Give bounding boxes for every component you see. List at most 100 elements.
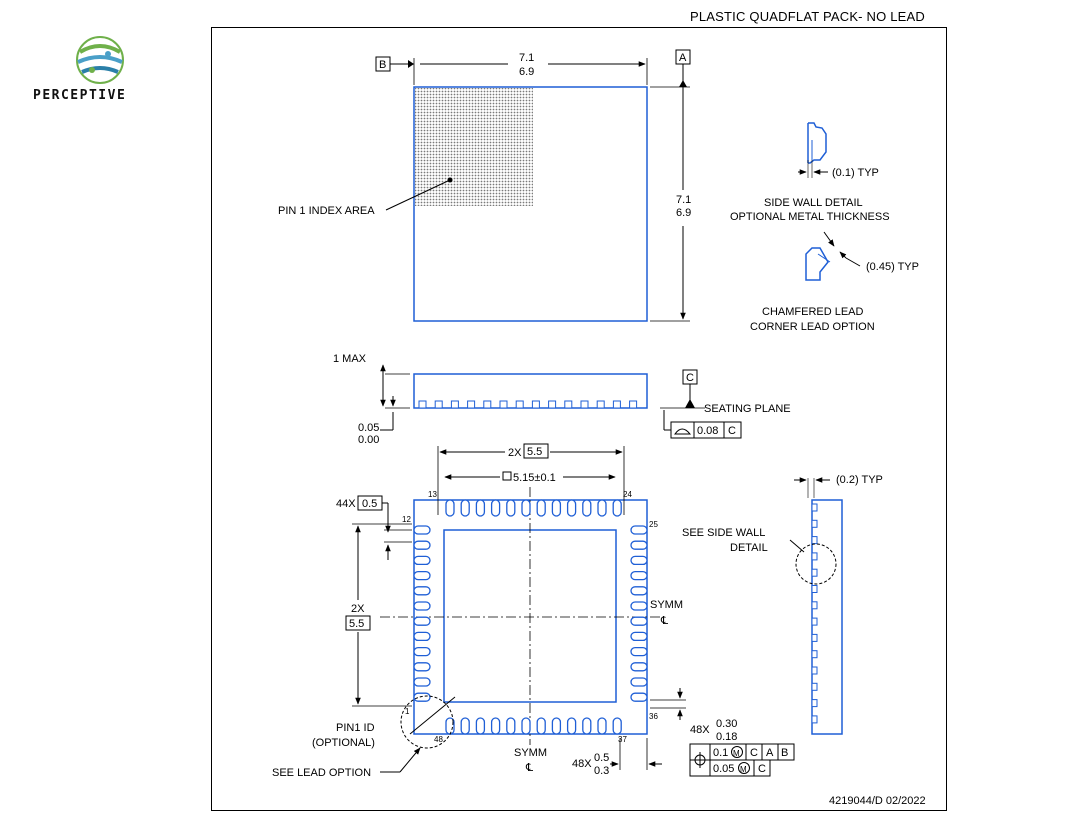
svg-text:48X: 48X <box>690 724 710 736</box>
svg-text:C: C <box>758 763 766 775</box>
svg-text:SIDE WALL DETAIL: SIDE WALL DETAIL <box>764 197 863 209</box>
drawing-frame <box>211 27 947 811</box>
svg-text:A: A <box>679 52 687 64</box>
lead-right <box>630 525 648 535</box>
svg-text:M: M <box>740 765 747 774</box>
lead-right <box>630 570 648 581</box>
side-lead <box>515 400 524 409</box>
svg-text:0.1: 0.1 <box>713 747 728 759</box>
edge-lead <box>811 601 818 610</box>
svg-text:(0.2) TYP: (0.2) TYP <box>836 474 883 486</box>
side-lead <box>434 400 443 409</box>
side-lead <box>596 400 605 409</box>
svg-text:0.5: 0.5 <box>594 752 609 764</box>
lead-left <box>413 525 431 535</box>
svg-text:A: A <box>766 747 774 759</box>
lead-bottom <box>490 717 501 735</box>
svg-text:℄: ℄ <box>660 615 668 627</box>
lead-right <box>630 601 648 611</box>
lead-top <box>551 499 562 517</box>
lead-right <box>630 631 648 642</box>
side-lead <box>467 400 476 409</box>
svg-text:(0.1) TYP: (0.1) TYP <box>832 167 879 179</box>
edge-lead <box>811 650 818 659</box>
flatness-frame <box>670 421 742 439</box>
symm-bottom: SYMM <box>514 747 547 759</box>
edge-lead <box>811 715 818 724</box>
svg-text:44X: 44X <box>336 498 356 510</box>
package-outline-top <box>413 86 648 322</box>
svg-text:OPTIONAL METAL THICKNESS: OPTIONAL METAL THICKNESS <box>730 211 890 223</box>
svg-text:48X: 48X <box>572 758 592 770</box>
seating-plane-label: SEATING PLANE <box>704 403 791 415</box>
lead-bottom <box>460 717 470 735</box>
drawing-title: PLASTIC QUADFLAT PACK- NO LEAD <box>690 9 925 24</box>
lead-right <box>630 555 648 566</box>
lead-left <box>413 540 431 550</box>
standoff-max: 0.05 <box>358 422 379 434</box>
edge-lead <box>811 633 818 642</box>
lead-top <box>490 499 501 517</box>
lead-left <box>413 570 431 581</box>
lead-bottom <box>521 717 531 735</box>
lead-right <box>630 677 648 687</box>
side-lead <box>548 400 557 409</box>
lead-top <box>566 499 577 517</box>
lead-bottom <box>612 717 622 735</box>
lead-left <box>413 631 431 642</box>
svg-text:(0.45) TYP: (0.45) TYP <box>866 261 919 273</box>
lead-left <box>413 586 431 596</box>
side-lead <box>531 400 540 409</box>
edge-lead <box>811 682 818 691</box>
svg-text:(OPTIONAL): (OPTIONAL) <box>312 737 375 749</box>
lead-top <box>521 499 531 517</box>
document-number: 4219044/D 02/2022 <box>829 795 926 807</box>
lead-left <box>413 601 431 611</box>
svg-text:12: 12 <box>402 515 411 524</box>
svg-text:DETAIL: DETAIL <box>730 542 768 554</box>
svg-text:2X: 2X <box>508 447 522 459</box>
edge-lead <box>811 699 818 708</box>
edge-lead <box>811 666 818 675</box>
lead-left <box>413 662 431 672</box>
svg-text:5.5: 5.5 <box>349 618 364 630</box>
chamfer-detail: (0.45) TYP CHAMFERED LEAD CORNER LEAD OP… <box>750 231 919 333</box>
height-max: 7.1 <box>676 194 691 206</box>
lead-left <box>413 555 431 566</box>
lead-bottom <box>536 717 546 735</box>
see-lead-option: SEE LEAD OPTION <box>272 767 371 779</box>
edge-lead <box>811 519 818 528</box>
lead-top <box>506 499 516 517</box>
position-icon <box>692 752 708 768</box>
symm-right: SYMM <box>650 599 683 611</box>
lead-top <box>612 499 622 517</box>
side-lead <box>580 400 589 409</box>
svg-text:24: 24 <box>623 490 632 499</box>
side-wall-detail: (0.1) TYP SIDE WALL DETAIL OPTIONAL META… <box>730 122 890 223</box>
height-min: 6.9 <box>676 207 691 219</box>
lead-right <box>630 586 648 596</box>
bottom-view: 13 24 12 25 1 36 48 37 2X 5.5 5.15±0.1 4… <box>272 443 795 779</box>
svg-text:C: C <box>686 372 694 384</box>
side-view: 1 MAX 0.05 0.00 C SEATING PLANE 0.08 C <box>333 353 791 446</box>
lead-right <box>630 692 648 702</box>
side-lead <box>499 400 508 409</box>
svg-text:36: 36 <box>649 712 658 721</box>
edge-lead <box>811 536 818 545</box>
svg-text:B: B <box>781 747 788 759</box>
lead-right <box>630 646 648 657</box>
edge-lead <box>811 617 818 626</box>
svg-text:℄: ℄ <box>525 762 533 774</box>
lead-top <box>536 499 546 517</box>
height-1max: 1 MAX <box>333 353 367 365</box>
globe-icon <box>76 36 124 84</box>
lead-bottom <box>566 717 577 735</box>
lead-bottom <box>475 717 486 735</box>
lead-right <box>630 616 648 626</box>
side-lead <box>564 400 573 409</box>
lead-bottom <box>582 717 592 735</box>
lead-top <box>460 499 470 517</box>
lead-bottom <box>506 717 516 735</box>
lead-left <box>413 677 431 687</box>
svg-text:1: 1 <box>405 707 410 716</box>
